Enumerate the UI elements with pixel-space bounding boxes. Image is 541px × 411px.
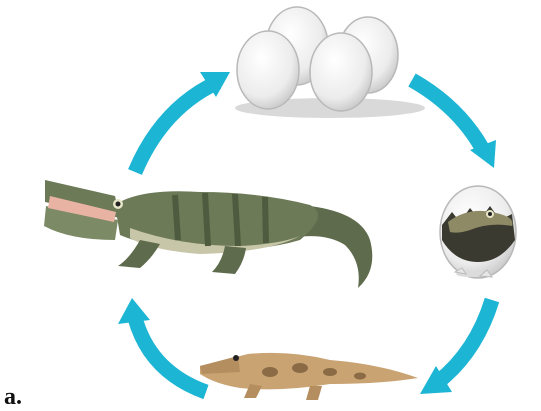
hatchling-egg-icon bbox=[440, 186, 516, 278]
adult-crocodile-icon bbox=[44, 180, 372, 288]
cycle-arrow-juvenile-to-adult bbox=[118, 298, 206, 392]
eggs-icon bbox=[235, 7, 425, 118]
juvenile-crocodile-icon bbox=[200, 353, 418, 400]
cycle-arrow-adult-to-eggs bbox=[135, 72, 230, 172]
cycle-arrow-eggs-to-hatchling bbox=[412, 80, 496, 168]
panel-label: a. bbox=[4, 384, 22, 411]
cycle-arrow-hatchling-to-juvenile bbox=[420, 300, 492, 394]
